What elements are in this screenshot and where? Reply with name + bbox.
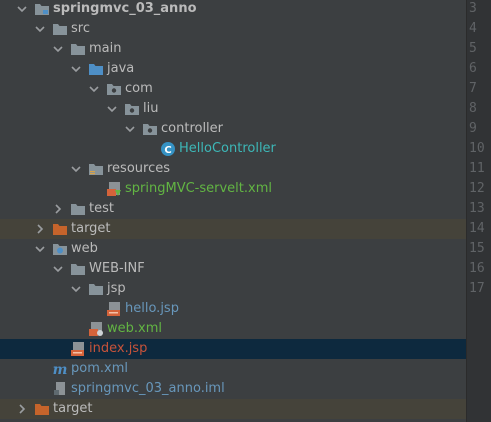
tree-row-controller[interactable]: controller [0, 119, 466, 139]
line-number: 11 [469, 161, 485, 176]
svg-text:m: m [53, 362, 68, 377]
chevron-right-icon[interactable] [34, 222, 46, 236]
folder-icon [88, 281, 104, 297]
chevron-down-icon[interactable] [52, 42, 64, 56]
maven-icon: m [52, 361, 68, 377]
tree-row-web-inf[interactable]: WEB-INF [0, 259, 466, 279]
tree-row-java[interactable]: java [0, 59, 466, 79]
line-number: 10 [469, 141, 485, 156]
line-number: 9 [469, 121, 477, 136]
chevron-down-icon[interactable] [16, 2, 28, 16]
tree-row-com[interactable]: com [0, 79, 466, 99]
tree-label: resources [107, 161, 171, 176]
line-number: 6 [469, 61, 477, 76]
package-icon [142, 121, 158, 137]
tree-row-main[interactable]: main [0, 39, 466, 59]
package-icon [106, 81, 122, 97]
folder-icon [70, 41, 86, 57]
folder-icon [70, 261, 86, 277]
line-number: 4 [469, 21, 477, 36]
tree-label: web.xml [107, 321, 162, 336]
package-icon [124, 101, 140, 117]
folder-icon [52, 21, 68, 37]
line-number: 17 [469, 281, 485, 296]
tree-row-src[interactable]: src [0, 19, 466, 39]
line-number: 16 [469, 261, 485, 276]
tree-label: springmvc_03_anno.iml [71, 381, 225, 396]
project-title: springmvc_03_anno [53, 1, 197, 16]
tree-label: springMVC-servelt.xml [125, 181, 272, 196]
tree-label: hello.jsp [125, 301, 179, 316]
tree-label: main [89, 41, 122, 56]
tree-row-project[interactable]: springmvc_03_anno [0, 0, 466, 19]
chevron-down-icon[interactable] [106, 102, 118, 116]
tree-row-liu[interactable]: liu [0, 99, 466, 119]
folder-icon [70, 201, 86, 217]
tree-label: web [71, 241, 98, 256]
source-folder-icon [88, 61, 104, 77]
line-number: 3 [469, 1, 477, 16]
tree-row-web[interactable]: web [0, 239, 466, 259]
tree-row-hello-jsp[interactable]: hello.jsp [0, 299, 466, 319]
tree-row-web-xml[interactable]: web.xml [0, 319, 466, 339]
iml-file-icon [52, 381, 68, 397]
chevron-down-icon[interactable] [70, 282, 82, 296]
tree-row-target[interactable]: target [0, 219, 466, 239]
chevron-down-icon[interactable] [34, 242, 46, 256]
tree-label: index.jsp [89, 341, 148, 356]
chevron-down-icon[interactable] [34, 22, 46, 36]
chevron-right-icon[interactable] [52, 202, 64, 216]
tree-row-hellocontroller[interactable]: C HelloController [0, 139, 466, 159]
tree-label: WEB-INF [89, 261, 145, 276]
xml-file-icon [88, 321, 104, 337]
excluded-folder-icon [52, 221, 68, 237]
tree-row-pom-xml[interactable]: m pom.xml [0, 359, 466, 379]
project-tree: springmvc_03_anno src main java com liu … [0, 0, 466, 422]
tree-label: jsp [107, 281, 126, 296]
chevron-down-icon[interactable] [52, 262, 64, 276]
jsp-file-icon [70, 341, 86, 357]
tree-row-resources[interactable]: resources [0, 159, 466, 179]
tree-label: com [125, 81, 153, 96]
excluded-folder-icon [34, 401, 50, 417]
tree-label: liu [143, 101, 159, 116]
line-number: 15 [469, 241, 485, 256]
xml-file-icon [106, 181, 122, 197]
line-number-gutter: 3 4 5 6 7 8 9 10 11 12 13 14 15 16 17 [466, 0, 491, 422]
line-number: 13 [469, 201, 485, 216]
tree-row-index-jsp[interactable]: index.jsp [0, 339, 466, 359]
tree-label: src [71, 21, 90, 36]
chevron-right-icon[interactable] [16, 402, 28, 416]
web-folder-icon [52, 241, 68, 257]
tree-label: target [53, 401, 93, 416]
chevron-down-icon[interactable] [70, 62, 82, 76]
resources-folder-icon [88, 161, 104, 177]
class-badge: C [164, 145, 171, 156]
module-folder-icon [34, 1, 50, 17]
jsp-file-icon [106, 301, 122, 317]
tree-label: java [107, 61, 135, 76]
chevron-down-icon[interactable] [88, 82, 100, 96]
tree-label: target [71, 221, 111, 236]
line-number: 5 [469, 41, 477, 56]
line-number: 8 [469, 101, 477, 116]
line-number: 14 [469, 221, 485, 236]
tree-label: test [89, 201, 114, 216]
tree-label: HelloController [179, 141, 276, 156]
tree-row-springmvc-xml[interactable]: springMVC-servelt.xml [0, 179, 466, 199]
tree-label: pom.xml [71, 361, 128, 376]
tree-row-iml[interactable]: springmvc_03_anno.iml [0, 379, 466, 399]
tree-label: controller [161, 121, 224, 136]
line-number: 7 [469, 81, 477, 96]
chevron-down-icon[interactable] [124, 122, 136, 136]
chevron-down-icon[interactable] [70, 162, 82, 176]
line-number: 12 [469, 181, 485, 196]
tree-row-jsp[interactable]: jsp [0, 279, 466, 299]
tree-row-test[interactable]: test [0, 199, 466, 219]
class-icon: C [160, 141, 176, 157]
tree-row-target-root[interactable]: target [0, 399, 466, 419]
